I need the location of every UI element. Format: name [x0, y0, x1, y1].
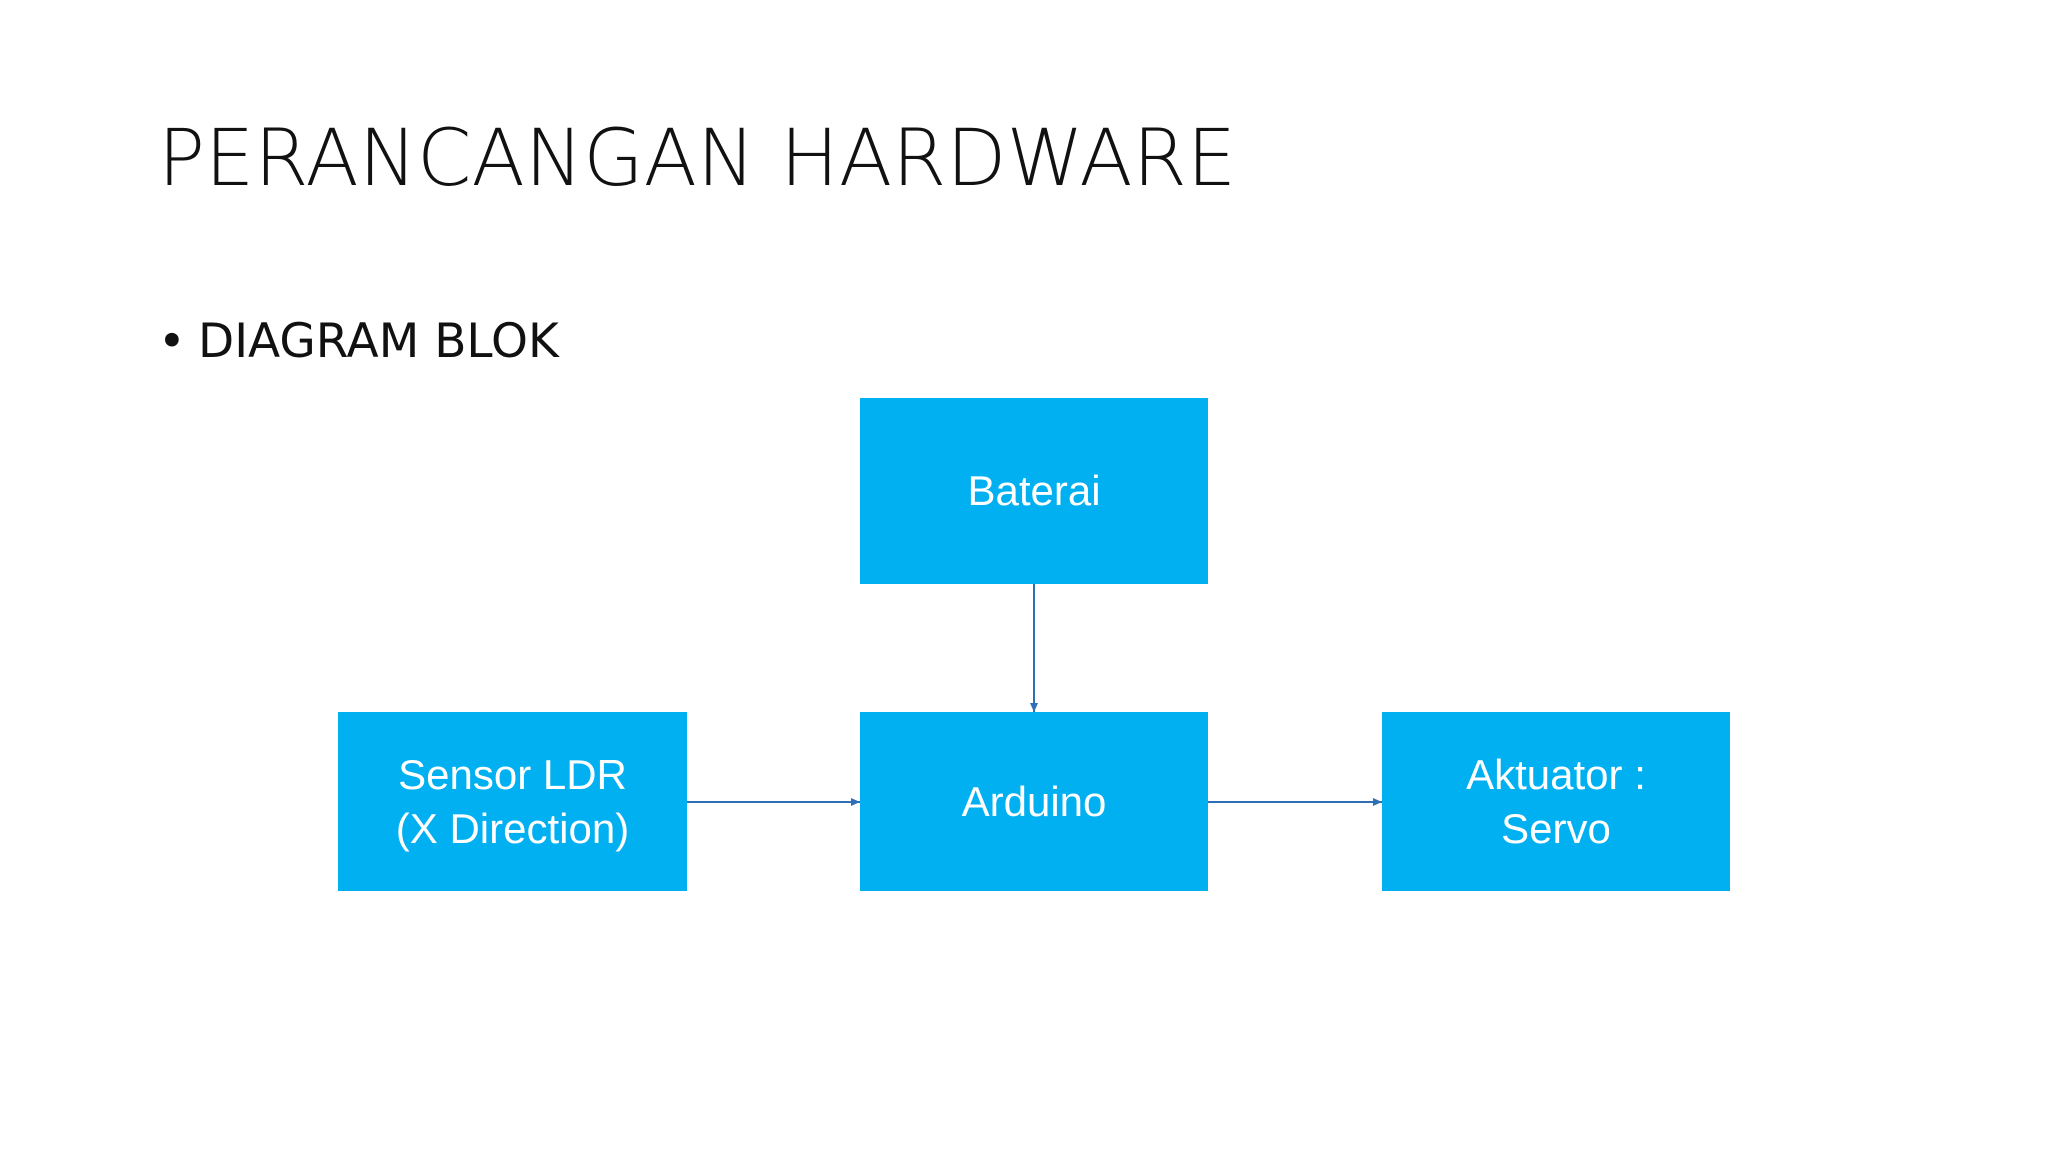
bullet-item: •DIAGRAM BLOK	[158, 318, 559, 365]
block-sensor-ldr: Sensor LDR (X Direction)	[338, 712, 687, 891]
block-arduino: Arduino	[860, 712, 1208, 891]
bullet-dot: •	[158, 314, 186, 369]
slide-title: PERANCANGAN HARDWARE	[158, 114, 1237, 204]
block-baterai: Baterai	[860, 398, 1208, 584]
bullet-text: DIAGRAM BLOK	[198, 314, 559, 369]
block-aktuator-servo: Aktuator : Servo	[1382, 712, 1730, 891]
